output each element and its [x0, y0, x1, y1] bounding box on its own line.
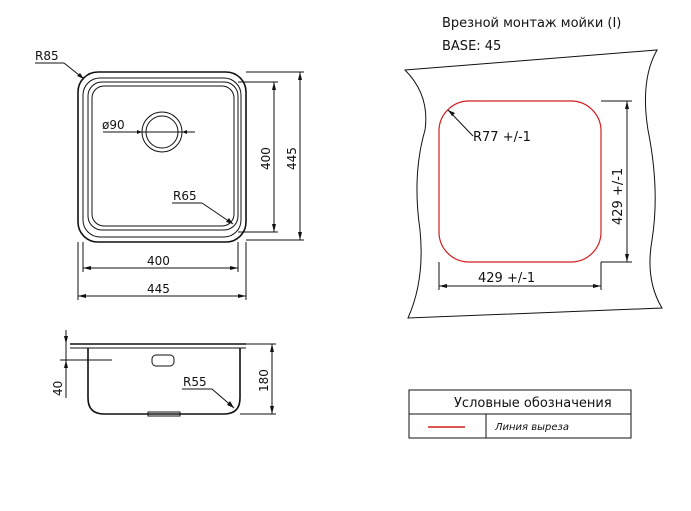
- dim-445-arrow-left: [78, 294, 86, 298]
- dim-v400-arrow-top: [272, 82, 276, 90]
- dim-429v-arrow-top: [625, 101, 629, 109]
- dim-v400-arrow-bottom: [272, 224, 276, 232]
- r77-leader-arrow: [448, 110, 455, 116]
- dim-400-arrow-right: [230, 266, 238, 270]
- countertop-outline: [403, 49, 663, 319]
- dim-v445-arrow-top: [298, 72, 302, 80]
- r55-leader-arrow: [227, 401, 234, 408]
- side-radius-label: R55: [183, 375, 207, 389]
- cutout-width-label: 429 +/-1: [478, 271, 535, 286]
- outer-height-label: 445: [285, 147, 299, 170]
- drawing-title: Врезной монтаж мойки (I): [442, 16, 621, 31]
- dim-40-arrow-top: [64, 336, 68, 344]
- inner-height-label: 400: [259, 147, 273, 170]
- drain-arrow-left: [137, 130, 142, 134]
- outer-radius-label: R85: [35, 49, 59, 63]
- dim-400-arrow-left: [83, 266, 91, 270]
- inner-width-label: 400: [147, 254, 170, 268]
- height-label: 180: [257, 369, 271, 392]
- sink-bowl-profile: [87, 348, 241, 415]
- side-view: 40 180 R55: [51, 330, 276, 417]
- drain-diameter-label: ø90: [102, 118, 125, 132]
- legend-title: Условные обозначения: [454, 396, 612, 411]
- dim-40-arrow-bottom: [64, 360, 68, 368]
- sink-bottom-drain: [147, 411, 181, 417]
- dim-429h-arrow-left: [439, 284, 447, 288]
- dim-445-arrow-right: [238, 294, 246, 298]
- cutout-line: [438, 100, 602, 263]
- inner-bowl-outline: [87, 81, 239, 231]
- overflow-slot: [151, 354, 175, 367]
- r85-leader-arrow: [77, 73, 84, 79]
- dim-180-arrow-top: [270, 344, 274, 352]
- drain-arrow-right: [182, 130, 187, 134]
- dim-429h-arrow-right: [593, 284, 601, 288]
- legend: Условные обозначения Линия выреза: [408, 389, 632, 439]
- cutout-radius-label: R77 +/-1: [473, 130, 531, 145]
- outer-bowl-outline: [77, 71, 247, 243]
- inner-radius-label: R65: [173, 189, 197, 203]
- base-label: BASE: 45: [442, 39, 501, 54]
- r65-leader-arrow: [226, 218, 233, 224]
- cutout-height-label: 429 +/-1: [611, 168, 626, 225]
- dim-v445-arrow-bottom: [298, 232, 302, 240]
- outer-width-label: 445: [147, 282, 170, 296]
- cutout-view: R77 +/-1 429 +/-1 429 +/-1: [403, 49, 663, 319]
- inner-bowl-bottom: [91, 85, 235, 227]
- dim-180-arrow-bottom: [270, 406, 274, 414]
- top-view: ø90 R85 R65 400 445 400: [35, 49, 304, 300]
- legend-item-label: Линия выреза: [494, 422, 569, 433]
- outer-bowl-rim: [82, 77, 242, 238]
- depth-label: 40: [51, 381, 65, 396]
- dim-429v-arrow-bottom: [625, 254, 629, 262]
